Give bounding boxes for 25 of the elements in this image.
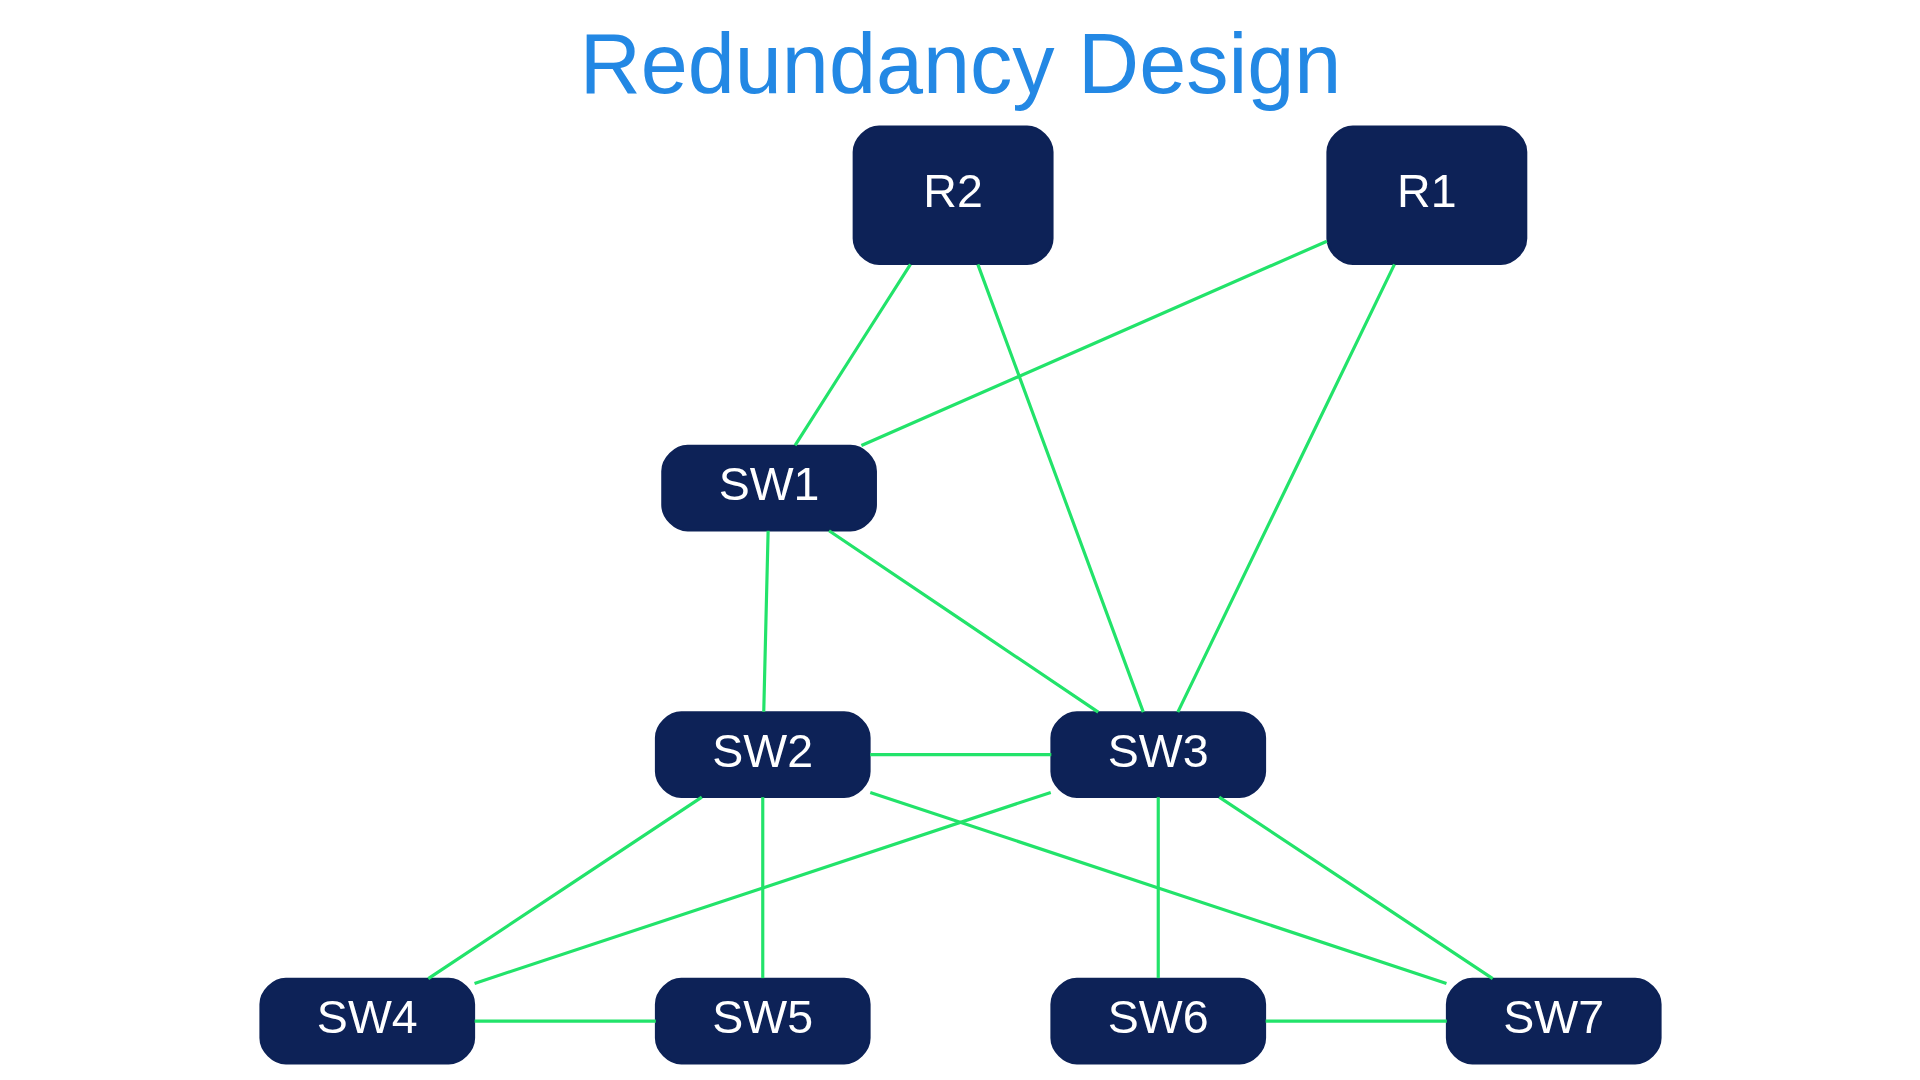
node-box: SW5 — [654, 977, 871, 1065]
node-box: SW7 — [1445, 977, 1662, 1065]
node-box: SW2 — [654, 711, 871, 798]
connector — [827, 529, 1099, 714]
node-box: R1 — [1325, 125, 1527, 266]
connector — [793, 263, 912, 447]
connector — [1175, 263, 1396, 713]
node-box: R2 — [852, 125, 1054, 266]
connector — [474, 1019, 656, 1023]
node-box: SW1 — [660, 444, 877, 532]
connector — [1217, 795, 1494, 980]
connector — [869, 790, 1447, 985]
connector — [869, 753, 1051, 757]
connector — [1265, 1019, 1447, 1023]
connector — [975, 263, 1145, 713]
node-box: SW4 — [258, 977, 475, 1065]
diagram-title: Redundancy Design — [579, 15, 1341, 111]
connector — [761, 530, 770, 712]
node-box: SW3 — [1049, 711, 1266, 798]
connector — [860, 239, 1328, 447]
connector — [426, 795, 703, 980]
node-box: SW6 — [1049, 977, 1266, 1065]
connector — [473, 790, 1051, 985]
connector — [1156, 797, 1160, 979]
connector — [760, 797, 764, 979]
